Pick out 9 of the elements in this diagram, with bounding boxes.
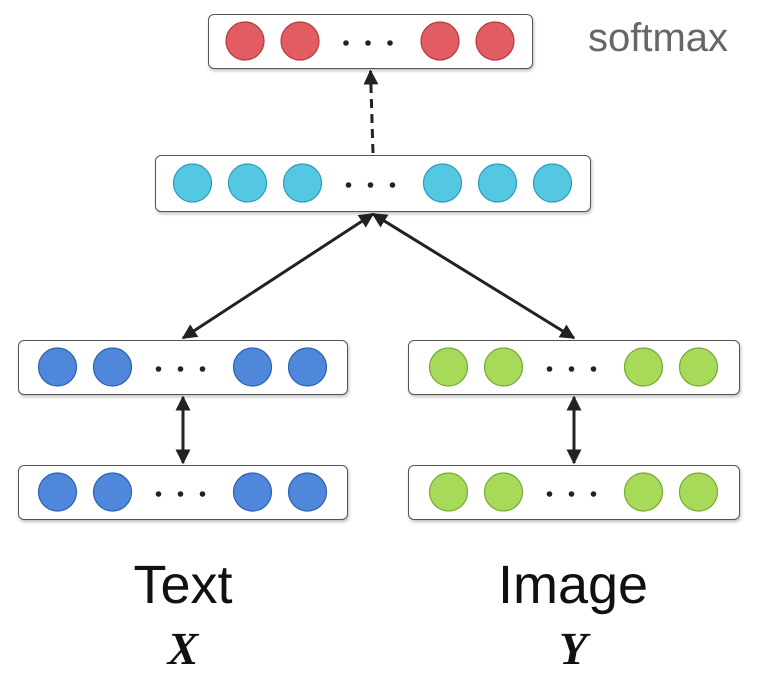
layer-label: Text xyxy=(133,558,233,612)
layer-label: Image xyxy=(498,558,648,612)
arrow xyxy=(176,396,190,464)
layer-label: softmax xyxy=(588,18,728,58)
variable-label: X xyxy=(168,626,198,672)
arrow xyxy=(182,212,374,340)
arrow xyxy=(363,70,378,154)
arrow xyxy=(372,212,576,340)
arrow xyxy=(566,396,582,464)
